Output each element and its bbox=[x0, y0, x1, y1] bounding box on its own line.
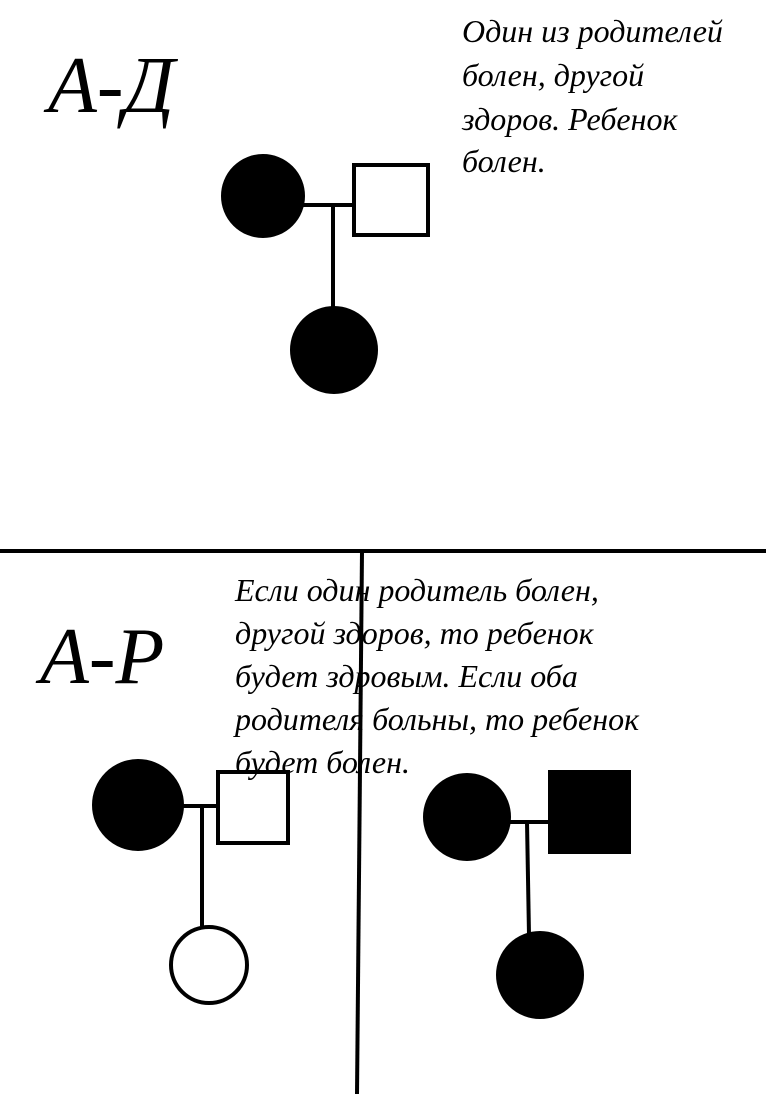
right-descent-line bbox=[525, 821, 531, 936]
top-child-circle bbox=[290, 306, 378, 394]
bottom-panel-title: А-Р bbox=[35, 613, 164, 701]
bottom-left-pedigree bbox=[92, 759, 290, 1005]
bottom-right-pedigree bbox=[423, 770, 631, 1019]
top-desc-line-2: болен, другой bbox=[462, 57, 644, 93]
top-panel: А-Д Один из родителей болен, другой здор… bbox=[43, 13, 731, 394]
bottom-panel-description: Если один родитель болен, другой здоров,… bbox=[233, 572, 647, 780]
left-mother-circle bbox=[92, 759, 184, 851]
bottom-panel: А-Р Если один родитель болен, другой здо… bbox=[35, 572, 647, 1019]
right-child-circle bbox=[496, 931, 584, 1019]
top-desc-line-1: Один из родителей bbox=[462, 13, 723, 49]
top-desc-line-4: болен. bbox=[462, 143, 546, 179]
top-desc-line-3: здоров. Ребенок bbox=[461, 101, 678, 137]
top-pedigree bbox=[221, 154, 430, 394]
left-child-circle bbox=[169, 925, 249, 1005]
vertical-divider bbox=[355, 550, 364, 1094]
top-mother-circle bbox=[221, 154, 305, 238]
right-mother-circle bbox=[423, 773, 511, 861]
bottom-desc-line-1: Если один родитель болен, bbox=[234, 572, 599, 608]
top-panel-description: Один из родителей болен, другой здоров. … bbox=[461, 13, 731, 179]
bottom-desc-line-2: другой здоров, то ребенок bbox=[235, 615, 595, 651]
bottom-desc-line-4: родителя больны, то ребенок bbox=[233, 701, 640, 737]
right-father-square bbox=[548, 770, 631, 854]
left-father-square bbox=[216, 770, 290, 845]
bottom-desc-line-3: будет здровым. Если оба bbox=[235, 658, 578, 694]
top-father-square bbox=[352, 163, 430, 237]
top-panel-title: А-Д bbox=[43, 42, 179, 130]
bottom-desc-line-5: будет болен. bbox=[235, 744, 410, 780]
